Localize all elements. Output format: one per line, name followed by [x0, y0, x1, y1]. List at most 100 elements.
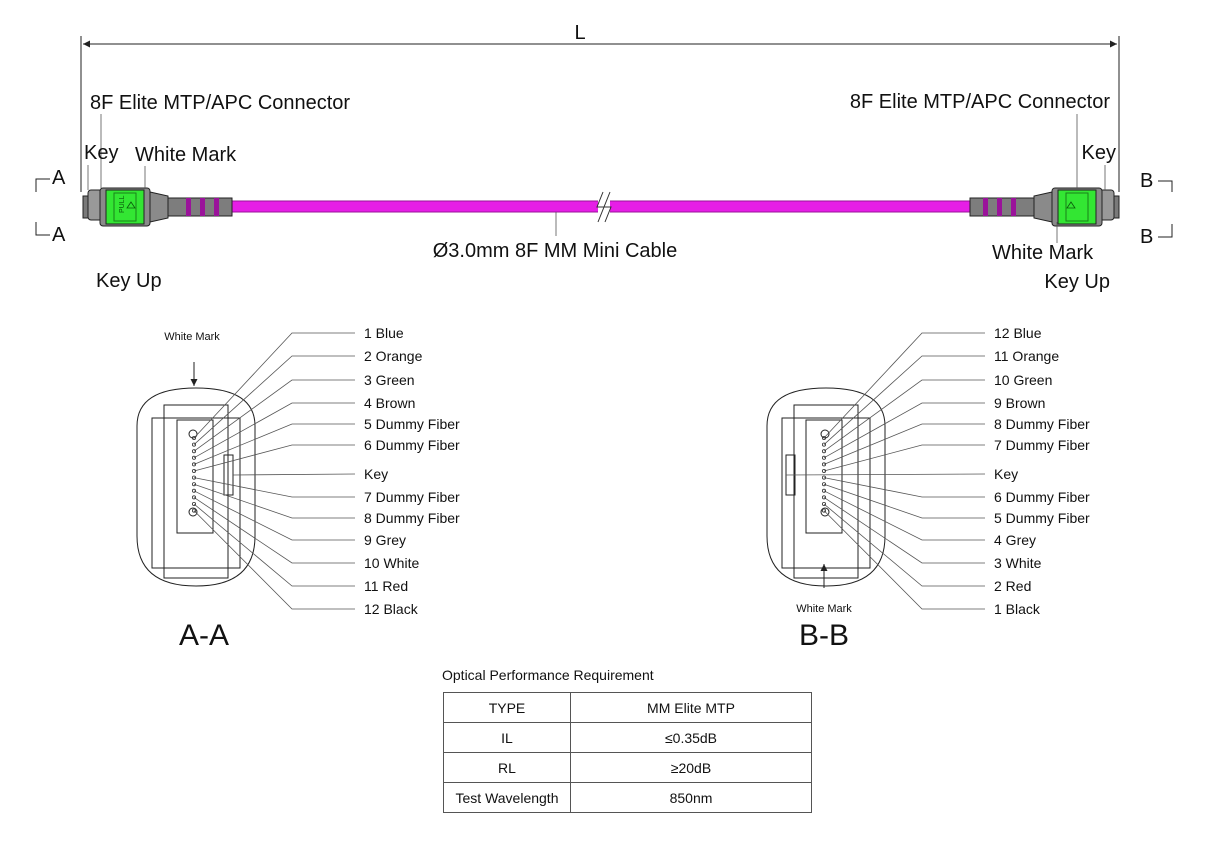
right-section-marker-top: B [1140, 170, 1153, 192]
bb-fiber-dots [822, 435, 827, 513]
bb-leader-line [823, 379, 985, 452]
left-connector-label: 8F Elite MTP/APC Connector [90, 92, 350, 114]
bb-key-label: Key [994, 466, 1018, 482]
aa-leader-lines [193, 332, 356, 610]
bb-title: B-B [799, 619, 849, 652]
aa-leader-line [193, 503, 355, 587]
performance-value: ≤0.35dB [570, 722, 812, 753]
bb-fiber-dot [822, 468, 827, 473]
bb-leader-line [823, 402, 985, 459]
aa-leader-line [193, 497, 355, 564]
bb-fiber-label: 6 Dummy Fiber [994, 489, 1090, 505]
bb-fiber-dot [822, 495, 827, 500]
aa-fiber-label: 1 Blue [364, 325, 404, 341]
right-white-mark-label: White Mark [992, 242, 1094, 264]
aa-leader-line [193, 490, 355, 541]
bb-fiber-dot [822, 442, 827, 447]
bb-fiber-label: 10 Green [994, 372, 1052, 388]
left-orientation-label: Key Up [96, 270, 162, 292]
performance-param: IL [443, 722, 571, 753]
bb-leader-line [823, 332, 985, 439]
bb-leader-line [823, 355, 985, 445]
right-key-label: Key [1082, 142, 1116, 164]
aa-fiber-label: 9 Grey [364, 532, 406, 548]
left-connector: PULL [82, 187, 233, 227]
left-section-marker-top: A [52, 167, 66, 189]
aa-leader-line [193, 332, 355, 439]
aa-fiber-label: 10 White [364, 555, 419, 571]
right-section-marker-bottom: B [1140, 226, 1153, 248]
performance-value: ≥20dB [570, 752, 812, 783]
aa-fiber-label: 12 Black [364, 601, 419, 617]
bb-fiber-dot [822, 462, 827, 467]
bb-fiber-labels: 12 Blue 11 Orange 10 Green 9 Brown 8 Dummy F… [994, 325, 1090, 617]
length-dimension: L [80, 22, 1120, 192]
bb-fiber-dot [822, 508, 827, 513]
aa-leader-line [193, 402, 355, 459]
performance-value: MM Elite MTP [570, 692, 812, 723]
aa-white-mark-label: White Mark [164, 331, 220, 343]
svg-text:PULL: PULL [119, 195, 126, 213]
bb-leader-line [823, 503, 985, 587]
aa-title: A-A [179, 619, 229, 652]
aa-fiber-dot [191, 455, 196, 460]
aa-key-leader [232, 473, 356, 476]
bb-fiber-dot [822, 488, 827, 493]
aa-fiber-label: 11 Red [364, 578, 408, 594]
aa-fiber-dots [191, 435, 196, 513]
bb-fiber-label: 3 White [994, 555, 1042, 571]
aa-fiber-dot [191, 501, 196, 506]
cable-label: Ø3.0mm 8F MM Mini Cable [433, 240, 678, 262]
aa-leader-line [193, 510, 355, 610]
performance-title: Optical Performance Requirement [442, 667, 654, 683]
aa-fiber-label: 6 Dummy Fiber [364, 437, 460, 453]
bb-fiber-dot [822, 449, 827, 454]
section-a-a: White Mark A-A 1 Blue 2 Orange 3 Green 4 Br… [136, 325, 460, 652]
right-end-labels: 8F Elite MTP/APC Connector Key White Mar… [850, 91, 1173, 293]
bb-fiber-dot [822, 475, 827, 480]
aa-fiber-label: 5 Dummy Fiber [364, 416, 460, 432]
performance-param: Test Wavelength [443, 782, 571, 813]
bb-leader-line [823, 497, 985, 564]
bb-fiber-label: 1 Black [994, 601, 1041, 617]
left-section-marker-bottom: A [52, 224, 66, 246]
left-key-label: Key [84, 142, 118, 164]
aa-fiber-labels: 1 Blue 2 Orange 3 Green 4 Brown 5 Dummy Fibe… [364, 325, 460, 617]
bb-leader-lines [785, 332, 986, 610]
left-white-mark-label: White Mark [135, 144, 237, 166]
bb-fiber-dot [822, 435, 827, 440]
bb-leader-line [823, 423, 985, 465]
aa-fiber-label: 8 Dummy Fiber [364, 510, 460, 526]
length-label: L [574, 22, 585, 44]
aa-leader-line [193, 483, 355, 519]
cable [232, 191, 970, 223]
right-connector-label: 8F Elite MTP/APC Connector [850, 91, 1110, 113]
performance-value: 850nm [570, 782, 812, 813]
right-orientation-label: Key Up [1044, 271, 1110, 293]
bb-fiber-dot [822, 482, 827, 487]
aa-fiber-dot [191, 482, 196, 487]
bb-leader-line [823, 477, 985, 498]
bb-leader-line [823, 444, 985, 472]
aa-fiber-label: 4 Brown [364, 395, 415, 411]
bb-fiber-label: 9 Brown [994, 395, 1045, 411]
aa-fiber-dot [191, 495, 196, 500]
performance-param: TYPE [443, 692, 571, 723]
bb-fiber-label: 12 Blue [994, 325, 1042, 341]
aa-fiber-dot [191, 488, 196, 493]
aa-fiber-label: 7 Dummy Fiber [364, 489, 460, 505]
bb-fiber-label: 11 Orange [994, 348, 1059, 364]
bb-fiber-label: 8 Dummy Fiber [994, 416, 1090, 432]
aa-key-label: Key [364, 466, 388, 482]
bb-fiber-label: 5 Dummy Fiber [994, 510, 1090, 526]
aa-fiber-label: 3 Green [364, 372, 415, 388]
bb-leader-line [823, 490, 985, 541]
aa-fiber-dot [191, 508, 196, 513]
aa-fiber-dot [191, 442, 196, 447]
aa-leader-line [193, 423, 355, 465]
bb-fiber-label: 2 Red [994, 578, 1031, 594]
performance-row: IL≤0.35dB [443, 722, 812, 753]
aa-fiber-label: 2 Orange [364, 348, 423, 364]
